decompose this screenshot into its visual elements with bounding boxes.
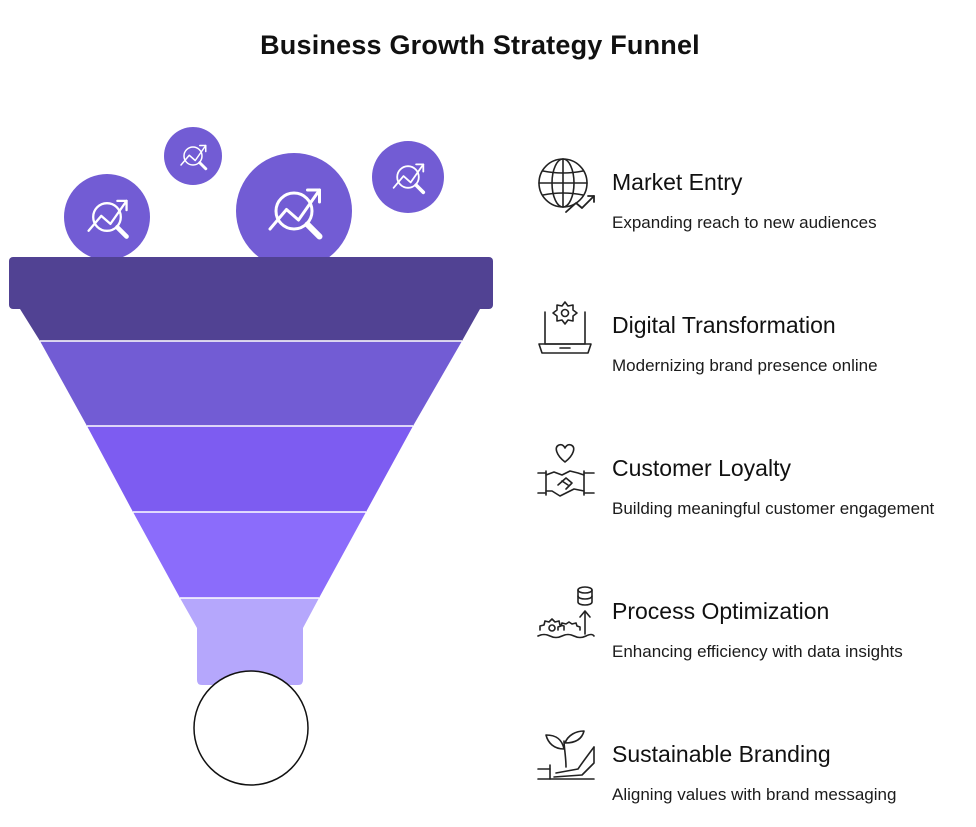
globe-growth-icon	[538, 158, 595, 213]
handshake-heart-icon	[537, 443, 595, 497]
stage-label: Customer Loyalty	[612, 455, 791, 481]
stage-label: Process Optimization	[612, 598, 830, 624]
funnel-outlet-circle	[193, 670, 309, 786]
laptop-gear-icon	[538, 301, 592, 354]
funnel-band-3	[133, 512, 366, 598]
funnel-rim	[9, 257, 493, 309]
funnel-band-2	[87, 426, 413, 512]
funnel-band-1	[40, 341, 462, 426]
stage-description: Modernizing brand presence online	[612, 356, 878, 375]
stage-description: Enhancing efficiency with data insights	[612, 642, 903, 661]
stage-description: Building meaningful customer engagement	[612, 499, 935, 518]
stage-description: Expanding reach to new audiences	[612, 213, 877, 232]
hand-plant-icon	[537, 730, 595, 780]
bubble-3	[236, 153, 352, 269]
stage-label: Market Entry	[612, 169, 743, 195]
bubble-2	[164, 127, 222, 185]
bubble-1	[64, 174, 150, 260]
stage-label: Digital Transformation	[612, 312, 836, 338]
stage-label: Sustainable Branding	[612, 741, 831, 767]
funnel-spout	[180, 598, 319, 685]
gears-database-icon	[537, 586, 595, 639]
funnel-rim-lower	[20, 309, 480, 341]
stage-description: Aligning values with brand messaging	[612, 785, 897, 804]
page-title: Business Growth Strategy Funnel	[260, 30, 700, 60]
bubble-4	[372, 141, 444, 213]
